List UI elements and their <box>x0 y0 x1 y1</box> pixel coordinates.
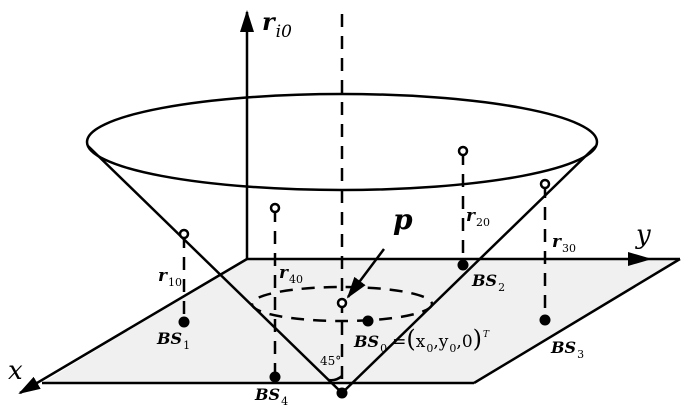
bs2-point <box>457 259 469 271</box>
r20-label: r20 <box>466 206 490 229</box>
x-axis <box>18 257 248 395</box>
r-axis-label: ri0 <box>262 7 292 42</box>
cone-top-ellipse <box>85 92 599 192</box>
cone-left-side <box>87 145 343 394</box>
bs2-label: BS2 <box>472 271 506 294</box>
bs3-point <box>539 314 551 326</box>
point-p-marker <box>336 297 348 309</box>
cone-right-side <box>341 145 597 394</box>
bs1-range-top-marker <box>178 228 190 240</box>
bs0-point <box>362 315 374 327</box>
r30-label: r30 <box>552 232 576 255</box>
bs4-point <box>269 371 281 383</box>
y-axis-arrow-icon <box>628 252 652 266</box>
y-axis-label: y <box>636 220 651 250</box>
bs4-label: BS4 <box>255 385 289 408</box>
bs2-range-top-marker <box>457 145 469 157</box>
cone-apex-point <box>336 387 348 399</box>
p-pointer-arrow <box>346 248 385 299</box>
r10-label: r10 <box>158 266 182 289</box>
bs3-range-top-marker <box>539 178 551 190</box>
bs3-label: BS3 <box>551 338 585 361</box>
bs1-label: BS1 <box>157 329 191 352</box>
r40-label: r40 <box>279 263 303 286</box>
plane-right-edge <box>473 257 681 385</box>
x-axis-label: x <box>8 356 23 386</box>
bs4-range-top-marker <box>269 202 281 214</box>
bs0-label: BS0 <box>354 332 388 355</box>
angle-arc <box>327 375 343 382</box>
point-p-label: p <box>393 203 413 236</box>
bs1-point <box>178 316 190 328</box>
angle-label: 45° <box>320 354 342 368</box>
bs0-equation: BS0 =(x0,y0,0)T <box>354 325 490 355</box>
